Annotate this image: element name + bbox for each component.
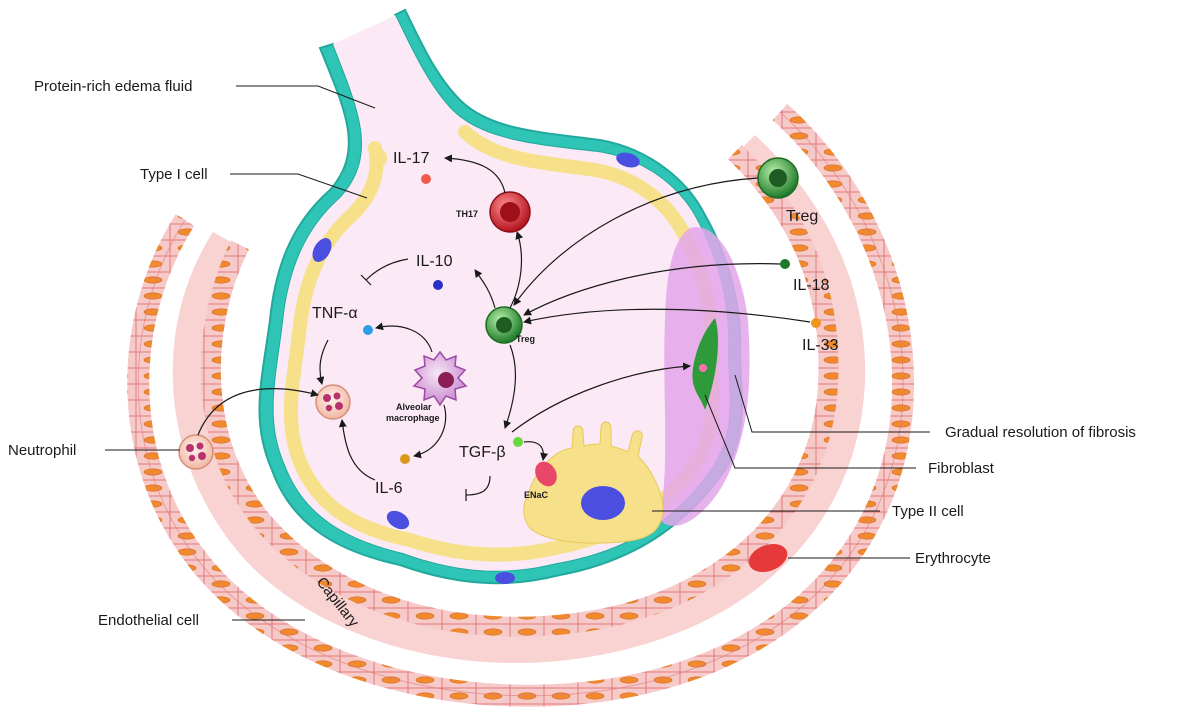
label-il18: IL-18 [793,277,830,294]
il18-dot [780,259,790,269]
alveolar-space [273,15,730,571]
enac-label: ENaC [524,490,549,500]
type-i-nucleus [377,150,387,166]
arrow-top-treg [513,177,759,306]
type-i-nucleus [312,238,332,262]
tgf-dot [513,437,523,447]
label-il17: IL-17 [393,150,430,167]
label-fibroblast: Fibroblast [928,460,995,477]
label-tnf: TNF-α [312,305,358,322]
label-resolution: Gradual resolution of fibrosis [945,424,1136,441]
label-il6: IL-6 [375,480,403,497]
treg-cell-icon [757,157,799,199]
label-type-ii-cell: Type II cell [892,503,964,520]
label-erythrocyte: Erythrocyte [915,550,991,567]
arrow-treg-tgf [503,344,517,429]
arrow-tnf-neutrophil [316,339,329,385]
il6-dot [400,454,410,464]
arrow-il33-treg [523,308,811,325]
il17-dot [421,174,431,184]
type-i-nucleus [495,572,515,584]
capillary-inner-wall [200,144,839,637]
label-il33: IL-33 [802,337,839,354]
arrow-tgf-enac [523,441,549,461]
arrow-tgf-fibroblast [511,362,691,433]
macrophage-label-line1: Alveolar [396,402,432,412]
enac-channel-icon [535,461,557,487]
treg-cell-icon [485,306,523,344]
arrow-il18-treg [523,263,781,316]
neutrophil-icon [178,434,214,470]
type-i-epithelium [283,125,720,562]
macrophage-label-line2: macrophage [386,413,440,423]
type-ii-nucleus [581,486,625,520]
type-i-nucleus [616,152,640,168]
neutrophil-icon [315,384,351,420]
fibroblast-icon [692,318,719,410]
th17-label: TH17 [456,209,478,219]
macrophage-icon [412,350,468,407]
erythrocyte-icon [748,543,788,573]
arrow-treg-il10 [474,269,496,309]
leader-lines [105,85,930,621]
label-treg-top: Treg [786,208,818,225]
arrow-macro-il6 [413,404,447,459]
alveolus [258,8,750,585]
label-endothelial-cell: Endothelial cell [98,612,199,629]
arrow-macro-tnf [375,322,433,353]
th17-cell-icon [489,191,531,233]
tnf-dot [363,325,373,335]
label-tgf: TGF-β [459,444,506,461]
treg-center-label: Treg [516,334,535,344]
il33-dot [811,318,821,328]
label-type-i-cell: Type I cell [140,166,208,183]
inhibit-tgf-il6 [465,475,491,496]
arrow-il6-neutrophil [338,419,376,481]
il10-dot [433,280,443,290]
label-edema: Protein-rich edema fluid [34,78,192,95]
arrow-blood-neutrophil [197,388,319,436]
type-i-nucleus [386,510,410,530]
arrow-th17-il17 [444,154,506,194]
type-ii-cell: ENaC [523,421,664,544]
inhibit-il10-tnf [365,258,409,281]
label-neutrophil: Neutrophil [8,442,76,459]
arrow-treg-th17 [509,231,524,309]
arrows [197,154,811,501]
label-il10: IL-10 [416,253,453,270]
